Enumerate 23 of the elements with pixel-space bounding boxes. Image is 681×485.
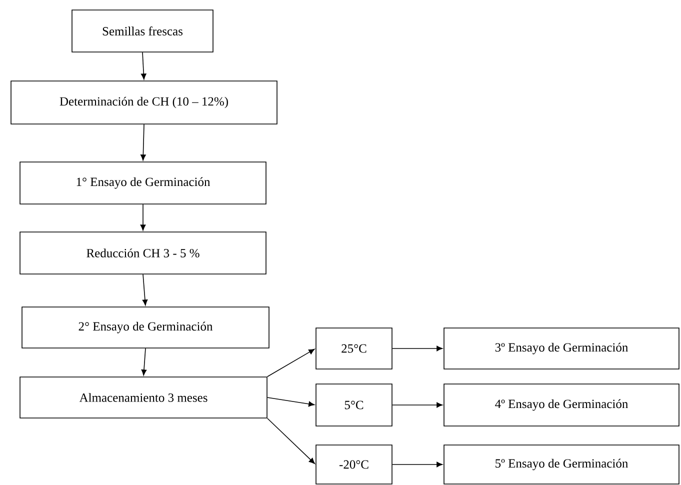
process-box: Semillas frescas [72,10,214,52]
arrow [267,348,315,377]
process-box: 2° Ensayo de Germinación [22,306,270,348]
arrow [392,402,443,408]
arrow [392,462,443,468]
arrow [141,52,146,80]
process-box: 25°C [316,328,392,370]
arrow [140,204,146,231]
arrow [267,418,315,464]
process-box: -20°C [316,444,392,484]
process-box: 3º Ensayo de Germinación [444,328,680,370]
process-box: Determinación de CH (10 – 12%) [10,80,278,124]
arrow [141,348,147,376]
process-box: 4º Ensayo de Germinación [444,384,680,426]
process-box: Almacenamiento 3 meses [20,376,268,418]
process-box: 5°C [316,384,392,426]
arrow [140,124,146,161]
process-box: 5º Ensayo de Germinación [444,444,680,484]
arrow [142,274,148,306]
arrow [392,346,443,352]
process-box: 1° Ensayo de Germinación [20,162,266,204]
process-box: Reducción CH 3 - 5 % [20,232,266,274]
arrow [267,397,315,407]
